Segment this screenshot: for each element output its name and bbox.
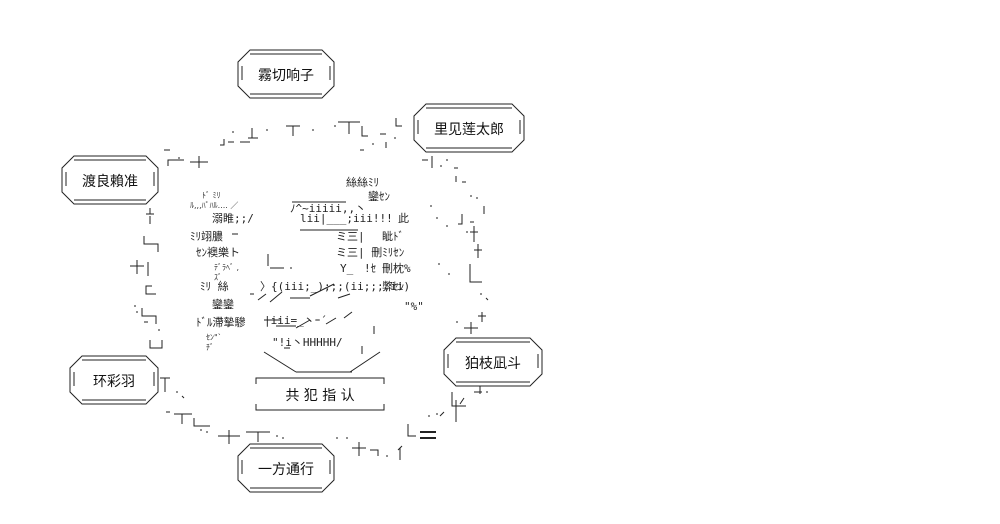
aa-fragment: |iii=_丶ｰ´ (264, 314, 327, 327)
aa-fragment: 鑾ｾﾝ (368, 189, 390, 203)
node-left[interactable]: 渡良賴准 (61, 155, 159, 205)
aa-fragment: 溺睢;;/ (212, 212, 254, 225)
node-right[interactable]: 狛枝凪斗 (443, 337, 543, 387)
aa-fragment: Y_ (340, 262, 354, 275)
center-caption: 共 犯 指 认 (285, 388, 354, 404)
aa-fragment: !ｾ (364, 262, 376, 275)
aa-fragment: ﾉ^~iiiii,,丶 (290, 202, 366, 215)
aa-fragment: 弊ｾﾝ (382, 280, 404, 293)
aa-mini-1: ﾄﾞ ﾐﾘ (202, 191, 221, 200)
aa-fragment: 鑾鑾 (212, 297, 234, 311)
aa-mini-6: ﾁﾞ (206, 343, 214, 352)
aa-fragment: ﾐﾘ 絲 (200, 279, 229, 293)
aa-fragment: 〉{(iii;_);;;(ii;;;;ii) (260, 280, 410, 293)
node-label: 一方通行 (258, 462, 314, 478)
aa-mini-2: ﾙ,,,ﾊﾟﾊﾙ.... ／ (190, 201, 238, 210)
node-label: 渡良賴准 (82, 174, 138, 190)
aa-fragment: ミ三| (336, 230, 365, 243)
aa-fragment: 刪枕% (382, 261, 411, 275)
ring-strokes (130, 118, 489, 460)
aa-mini-5: ｾﾝ"` (206, 332, 222, 342)
aa-mini-3: ﾃﾞﾗﾍﾞ , (214, 263, 239, 272)
node-upper-right[interactable]: 里见莲太郎 (413, 103, 525, 153)
node-lower-left[interactable]: 环彩羽 (69, 355, 159, 405)
node-label: 狛枝凪斗 (465, 356, 521, 372)
aa-fragment: lii|___;iii!!! (300, 212, 393, 225)
node-bottom[interactable]: 一方通行 (237, 443, 335, 493)
aa-fragment: ﾄﾞﾙ滯摯驂 (196, 315, 246, 329)
aa-fragment: ミ三| 刪ﾐﾘｾﾝ (336, 246, 404, 259)
center-caption-box: 共 犯 指 认 (255, 377, 385, 411)
aa-fragment: "%" (404, 300, 424, 313)
aa-mini-4: ｽﾞ (214, 273, 222, 282)
aa-fragment: "!i丶HHHHH/ (272, 336, 343, 349)
node-label: 里见莲太郎 (434, 122, 504, 138)
aa-fragment: 此 (398, 212, 409, 225)
aa-fragment: ﾐﾘ翊膿 (190, 229, 223, 243)
node-top[interactable]: 霧切响子 (237, 49, 335, 99)
node-label: 环彩羽 (93, 374, 135, 390)
ascii-art-figure: ﾄﾞ ﾐﾘ ﾙ,,,ﾊﾟﾊﾙ.... ／ 溺睢;;/ ﾐﾘ翊膿 ｾﾝ襖樂ト ﾃﾞ… (190, 175, 450, 373)
node-label: 霧切响子 (258, 68, 314, 84)
aa-fragment: 眦ﾄﾞ (382, 230, 404, 243)
relationship-diagram: ﾄﾞ ﾐﾘ ﾙ,,,ﾊﾟﾊﾙ.... ／ 溺睢;;/ ﾐﾘ翊膿 ｾﾝ襖樂ト ﾃﾞ… (61, 49, 543, 493)
aa-fragment: ｾﾝ襖樂ト (196, 245, 240, 259)
aa-fragment: 絲絲ﾐﾘ (346, 175, 379, 189)
